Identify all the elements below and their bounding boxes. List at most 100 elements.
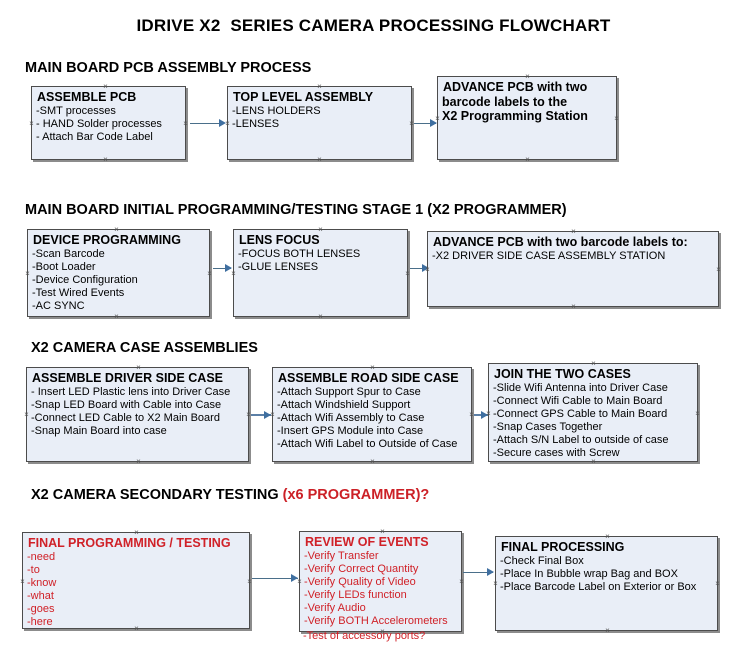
node-line: -Slide Wifi Antenna into Driver Case [493,382,668,394]
node-line: -Snap LED Board with Cable into Case [31,399,222,411]
handle-top-icon[interactable] [570,228,577,235]
node-device-programming[interactable]: DEVICE PROGRAMMING -Scan Barcode -Boot L… [27,229,210,317]
handle-left-icon[interactable] [224,120,231,127]
node-title: JOIN THE TWO CASES [494,367,631,381]
node-line: -need [27,551,56,563]
node-lines: -Scan Barcode -Boot Loader -Device Confi… [28,248,209,313]
handle-bottom-icon[interactable] [369,458,376,465]
handle-right-icon[interactable] [714,580,721,587]
node-line: -Attach S/N Label to outside of case [493,434,669,446]
node-line: -Attach Windshield Support [277,399,411,411]
handle-top-icon[interactable] [379,528,386,535]
handle-left-icon[interactable] [230,270,237,277]
handle-right-icon[interactable] [404,270,411,277]
section-heading-accent: (x6 PROGRAMMER)? [282,487,430,503]
node-line: -Insert GPS Module into Case [277,425,424,437]
node-line: -Verify Quality of Video [304,576,416,588]
node-overflow-line-review-of-events: -Test of accessory ports? [303,630,426,642]
node-line: X2 Programming Station [442,109,588,123]
node-join-the-two-cases[interactable]: JOIN THE TWO CASES -Slide Wifi Antenna i… [488,363,698,462]
node-advance-pcb-to-programming-station[interactable]: ADVANCE PCB with two barcode labels to t… [437,76,617,160]
section-heading-main-board-pcb-assembly: MAIN BOARD PCB ASSEMBLY PROCESS [25,60,312,76]
connector-device-programming-to-lens-focus [213,268,231,269]
handle-left-icon[interactable] [424,266,431,273]
node-line: - HAND Solder processes [36,118,162,130]
handle-bottom-icon[interactable] [570,303,577,310]
node-line: -Verify LEDs function [304,589,407,601]
arrowhead-icon [430,119,437,127]
handle-top-icon[interactable] [317,226,324,233]
arrowhead-icon [487,568,494,576]
handle-bottom-icon[interactable] [135,458,142,465]
node-lens-focus[interactable]: LENS FOCUS -FOCUS BOTH LENSES -GLUE LENS… [233,229,408,317]
handle-top-icon[interactable] [316,83,323,90]
section-heading-x2-camera-secondary-testing: X2 CAMERA SECONDARY TESTING (x6 PROGRAMM… [31,487,429,503]
node-line: -know [27,577,57,589]
connector-driver-case-to-road-case [251,414,271,416]
handle-bottom-icon[interactable] [317,313,324,320]
node-title: REVIEW OF EVENTS [305,535,429,549]
handle-top-icon[interactable] [102,83,109,90]
handle-left-icon[interactable] [24,270,31,277]
node-line: -Test Wired Events [32,287,125,299]
node-title: ASSEMBLE ROAD SIDE CASE [278,371,459,385]
node-lines: -FOCUS BOTH LENSES -GLUE LENSES [234,248,407,274]
node-line: -Check Final Box [500,555,584,567]
handle-left-icon[interactable] [19,578,26,585]
node-final-processing[interactable]: FINAL PROCESSING -Check Final Box -Place… [495,536,718,631]
handle-right-icon[interactable] [458,578,465,585]
node-line: -Place In Bubble wrap Bag and BOX [500,568,678,580]
handle-bottom-icon[interactable] [590,458,597,465]
node-lines: -SMT processes - HAND Solder processes -… [32,105,185,144]
node-line: -Connect LED Cable to X2 Main Board [31,412,220,424]
node-line: -Verify Transfer [304,550,379,562]
node-lines: -need -to -know -what -goes -here [23,551,249,629]
handle-right-icon[interactable] [182,120,189,127]
handle-top-icon[interactable] [133,529,140,536]
handle-left-icon[interactable] [28,120,35,127]
node-line: -Boot Loader [32,261,96,273]
node-top-level-assembly[interactable]: TOP LEVEL ASSEMBLY -LENS HOLDERS -LENSES [227,86,412,160]
handle-left-icon[interactable] [269,411,276,418]
handle-left-icon[interactable] [434,115,441,122]
handle-right-icon[interactable] [715,266,722,273]
node-final-programming-testing[interactable]: FINAL PROGRAMMING / TESTING -need -to -k… [22,532,250,629]
page-title: IDRIVE X2 SERIES CAMERA PROCESSING FLOWC… [136,16,611,35]
node-line: -Secure cases with Screw [493,447,620,459]
handle-bottom-icon[interactable] [524,156,531,163]
handle-bottom-icon[interactable] [113,313,120,320]
node-lines: -Verify Transfer -Verify Correct Quantit… [300,550,461,628]
connector-final-programming-to-review-of-events [252,578,298,579]
node-advance-pcb-to-driver-side-case[interactable]: ADVANCE PCB with two barcode labels to: … [427,231,719,307]
handle-bottom-icon[interactable] [133,625,140,632]
handle-bottom-icon[interactable] [316,156,323,163]
handle-left-icon[interactable] [23,411,30,418]
handle-right-icon[interactable] [246,578,253,585]
handle-top-icon[interactable] [604,533,611,540]
handle-bottom-icon[interactable] [102,156,109,163]
handle-right-icon[interactable] [206,270,213,277]
handle-top-icon[interactable] [590,360,597,367]
handle-top-icon[interactable] [369,364,376,371]
node-assemble-driver-side-case[interactable]: ASSEMBLE DRIVER SIDE CASE - Insert LED P… [26,367,249,462]
node-line: -LENS HOLDERS [232,105,321,117]
arrowhead-icon [264,411,271,419]
node-assemble-road-side-case[interactable]: ASSEMBLE ROAD SIDE CASE -Attach Support … [272,367,472,462]
handle-right-icon[interactable] [694,410,701,417]
handle-top-icon[interactable] [113,226,120,233]
node-line: -FOCUS BOTH LENSES [238,248,361,260]
handle-right-icon[interactable] [613,115,620,122]
node-title: FINAL PROCESSING [501,540,625,554]
handle-bottom-icon[interactable] [604,627,611,634]
handle-left-icon[interactable] [485,410,492,417]
node-line: - Insert LED Plastic lens into Driver Ca… [31,386,231,398]
node-assemble-pcb[interactable]: ASSEMBLE PCB -SMT processes - HAND Solde… [31,86,186,160]
handle-left-icon[interactable] [296,578,303,585]
handle-top-icon[interactable] [524,73,531,80]
node-review-of-events[interactable]: REVIEW OF EVENTS -Verify Transfer -Verif… [299,531,462,632]
handle-top-icon[interactable] [135,364,142,371]
handle-left-icon[interactable] [492,580,499,587]
node-line: -Place Barcode Label on Exterior or Box [500,581,697,593]
node-line: -here [27,616,53,628]
